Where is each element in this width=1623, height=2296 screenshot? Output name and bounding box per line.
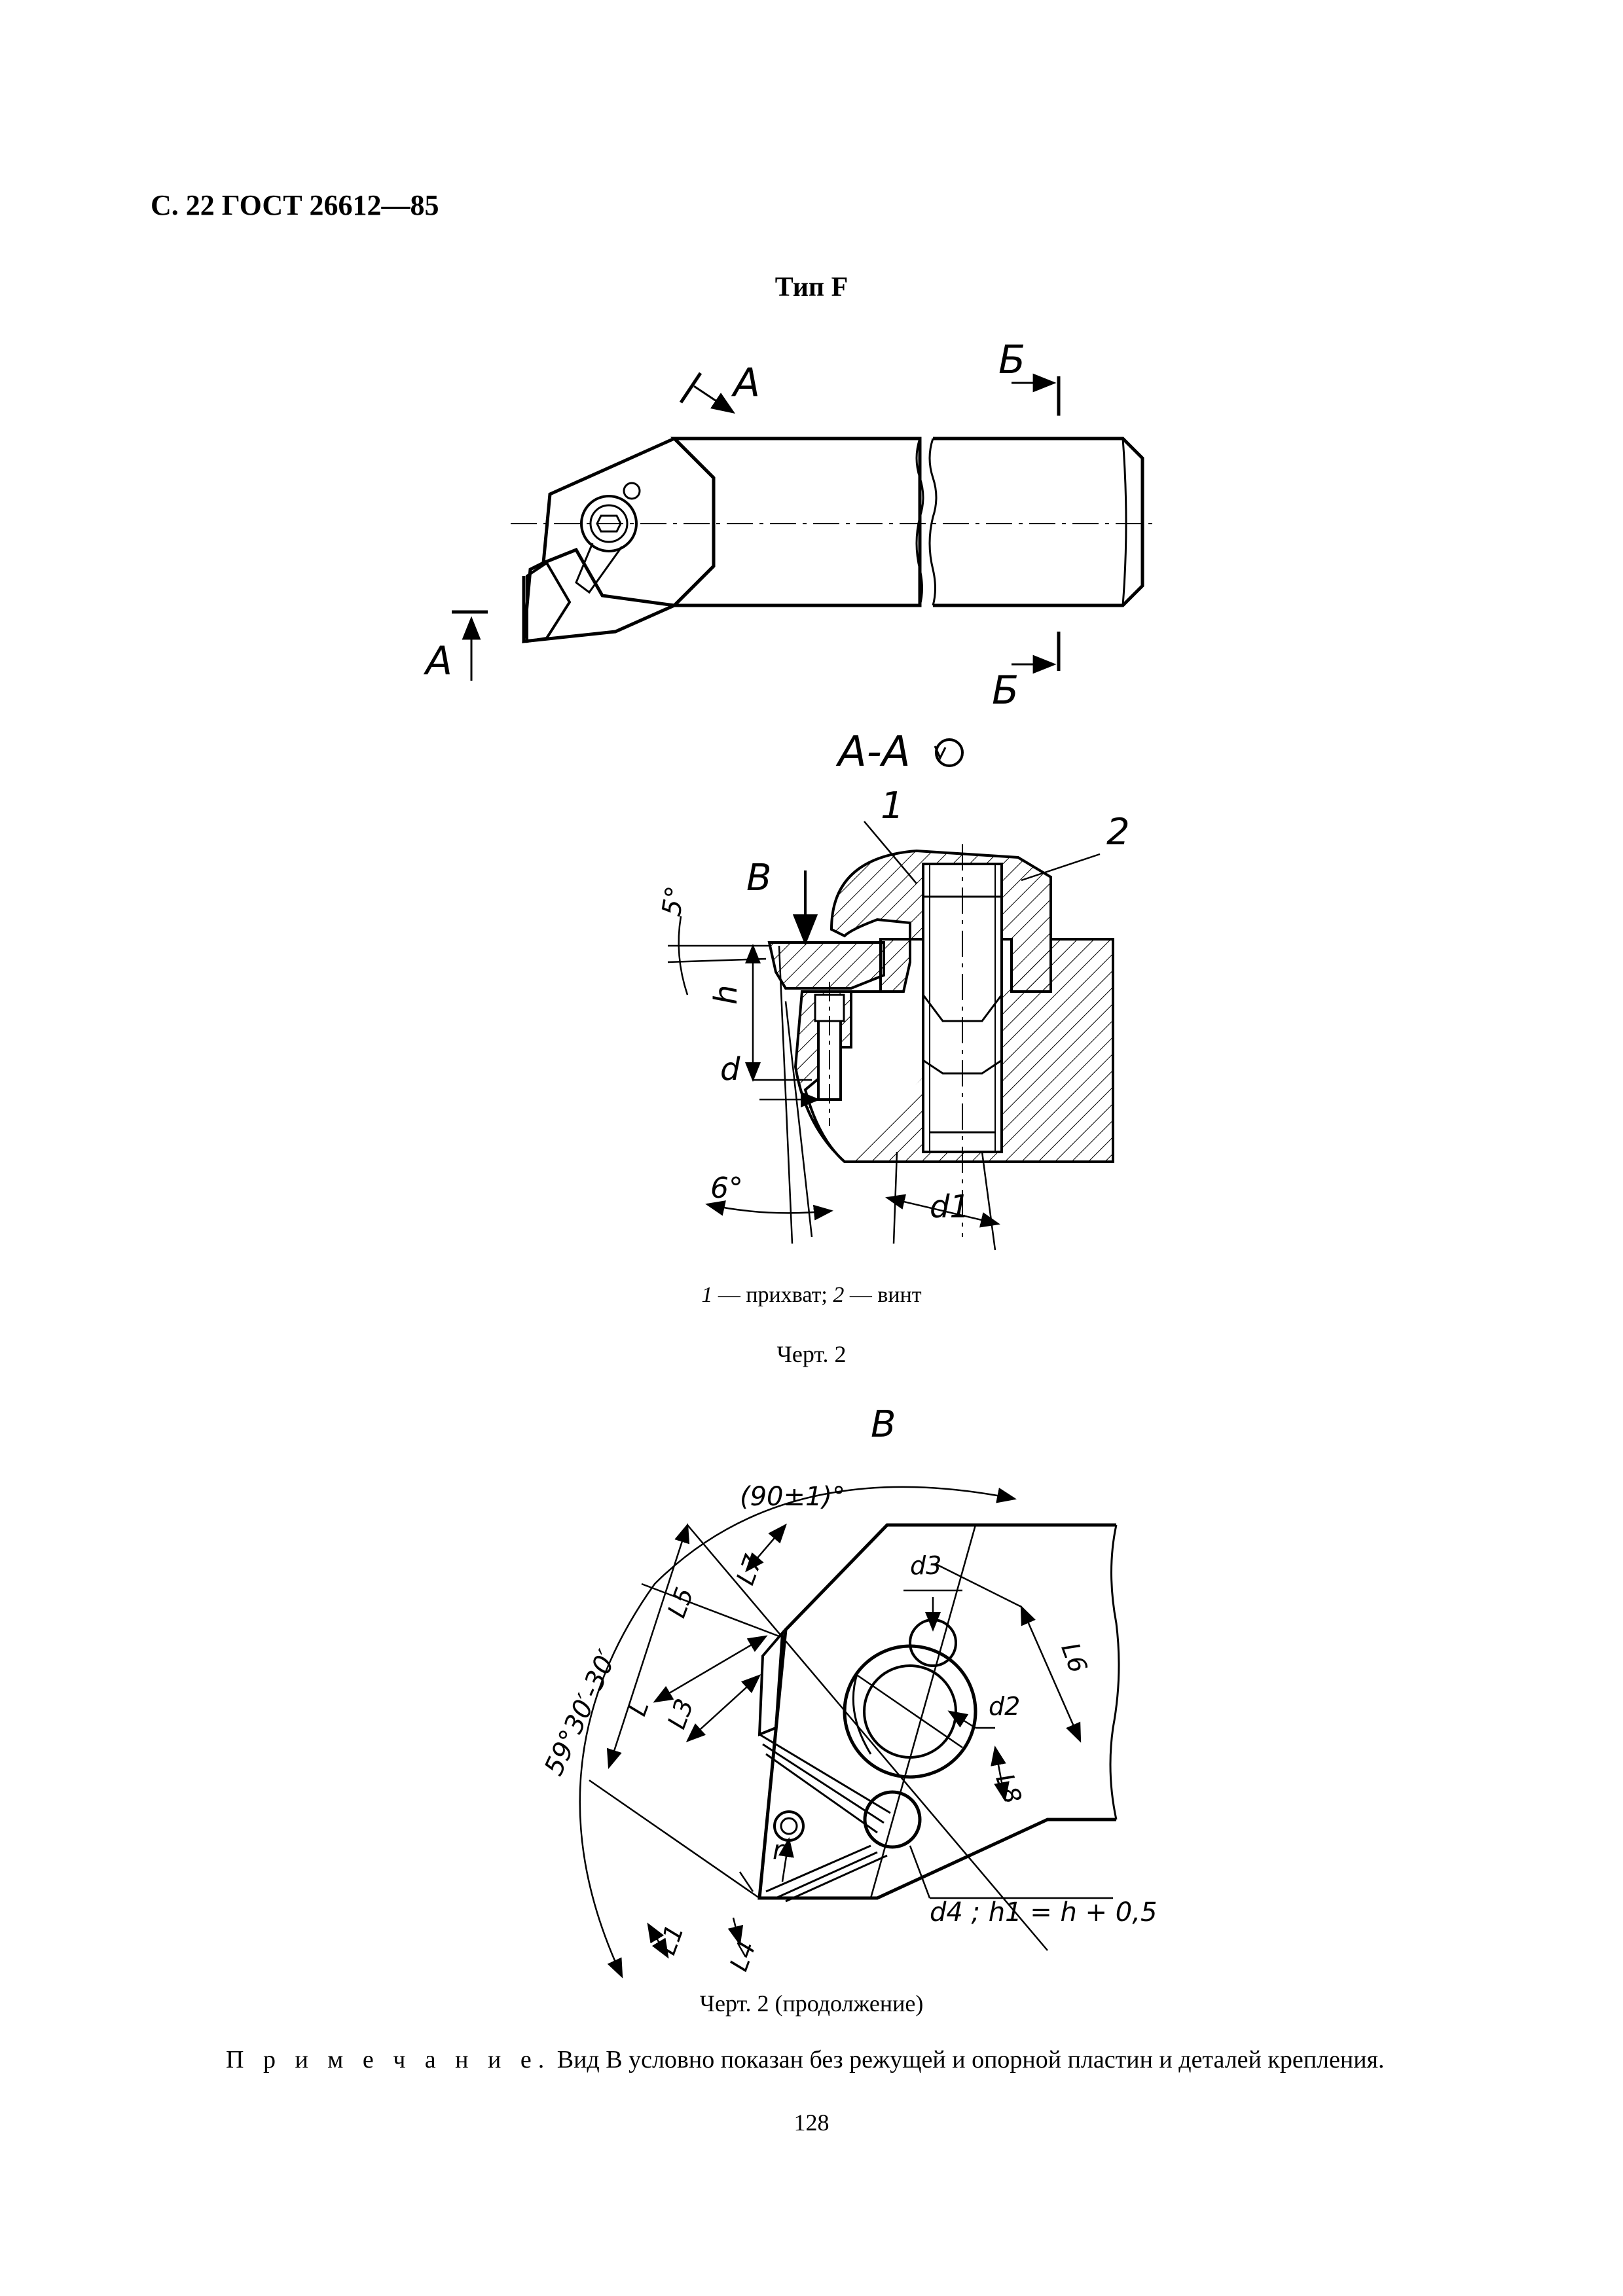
section-mark-a-top: А — [731, 360, 760, 406]
note-prefix: П р и м е ч а н и е. — [226, 2046, 551, 2073]
view-b-label: В — [871, 1403, 896, 1446]
dim-d3: d3 — [910, 1551, 941, 1580]
section-aa — [767, 849, 1114, 1163]
legend-text-1: — прихват; — [712, 1283, 833, 1307]
dim-l8: L8 — [990, 1770, 1027, 1808]
dim-d1: d1 — [930, 1189, 970, 1225]
dim-angle-59: 59°30′-30′ — [539, 1645, 623, 1780]
legend-num-2: 2 — [833, 1283, 845, 1307]
dim-l4: L4 — [724, 1937, 761, 1975]
dim-l6: L6 — [1055, 1639, 1093, 1677]
legend-text-2: — винт — [844, 1283, 922, 1307]
dim-d: d — [720, 1051, 740, 1088]
legend-num-1: 1 — [701, 1283, 713, 1307]
section-aa-label: А-А — [835, 728, 911, 776]
dim-l3-upper: L3 — [662, 1695, 699, 1733]
view-b-dims — [579, 1486, 1113, 1979]
dim-d2: d2 — [989, 1692, 1020, 1721]
tool-holder-view — [522, 437, 1144, 643]
dim-l5: L5 — [662, 1584, 699, 1622]
callout-1: 1 — [881, 785, 904, 827]
figure-caption-2: Черт. 2 (продолжение) — [699, 1990, 924, 2017]
dim-d4-h1: d4 ; h1 = h + 0,5 — [930, 1897, 1157, 1928]
section-mark-b-bottom: Б — [992, 668, 1019, 713]
view-b — [757, 1523, 1120, 1903]
dim-view-b: В — [746, 857, 771, 899]
dim-l1: L1 — [652, 1921, 689, 1959]
page-header: С. 22 ГОСТ 26612—85 — [151, 189, 439, 221]
callout-2: 2 — [1106, 811, 1130, 853]
dim-h: h — [708, 985, 744, 1005]
section-mark-b-top: Б — [998, 337, 1025, 383]
section-dims — [667, 821, 1101, 1251]
section-mark-a-bottom: А — [423, 638, 452, 684]
page-number: 128 — [793, 2109, 830, 2136]
figure-caption-1: Черт. 2 — [776, 1341, 847, 1367]
figure-legend: 1 — прихват; 2 — винт — [0, 1283, 1623, 1308]
dim-5deg: 5° — [657, 884, 691, 919]
dim-r: r — [773, 1835, 785, 1865]
dim-angle-90: (90±1)° — [740, 1482, 845, 1512]
note-text: Вид В условно показан без режущей и опор… — [551, 2046, 1385, 2073]
section-title: Тип F — [775, 272, 848, 302]
note: П р и м е ч а н и е. Вид В условно показ… — [226, 2045, 1385, 2074]
dim-6deg: 6° — [710, 1172, 743, 1205]
rotation-symbol — [935, 738, 964, 767]
section-mark-a — [452, 372, 735, 681]
dim-l: L — [623, 1696, 655, 1719]
section-mark-b — [1012, 373, 1061, 674]
